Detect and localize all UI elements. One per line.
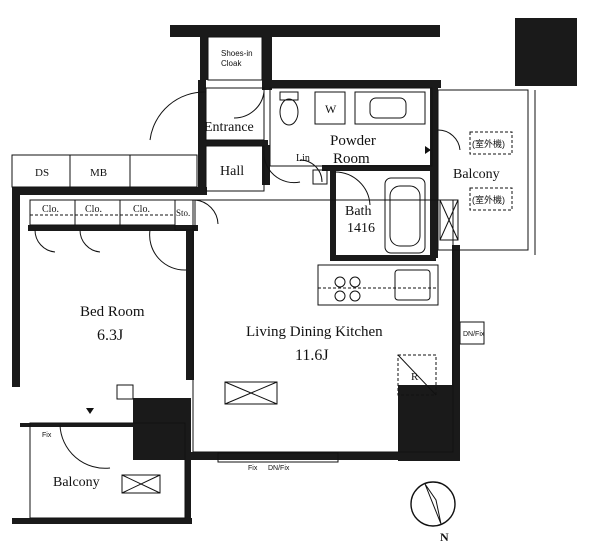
- fix-bottom-label: Fix: [248, 465, 258, 472]
- bath-label: Bath: [345, 204, 371, 219]
- room-outlines: [11, 36, 536, 519]
- entrance-label: Entrance: [204, 120, 254, 135]
- room-labels: Shoes-in Cloak Entrance Hall W Powder Ro…: [35, 49, 505, 490]
- ds-label: DS: [35, 167, 49, 179]
- balcony-south-label: Balcony: [53, 475, 100, 490]
- balcony-east-label: Balcony: [453, 167, 500, 182]
- dn-fix-bottom-label: DN/Fix: [268, 465, 290, 472]
- mb-label: MB: [90, 167, 107, 179]
- bed-room-size-label: 6.3J: [97, 327, 123, 344]
- north-label: N: [440, 530, 449, 544]
- shoes-in-cloak-label-2: Cloak: [221, 59, 242, 68]
- fridge-label: R: [411, 371, 419, 383]
- walls: [12, 18, 577, 524]
- door-swings: [34, 91, 461, 469]
- fix-left-label: Fix: [42, 432, 52, 439]
- closet-1-label: Clo.: [42, 204, 59, 215]
- ldk-size-label: 11.6J: [295, 347, 329, 364]
- ac-unit-bottom-label: (室外機): [472, 194, 505, 205]
- storage-label: Sto.: [176, 208, 190, 218]
- shoes-in-cloak-label-1: Shoes-in: [221, 49, 253, 58]
- washer-label: W: [325, 102, 337, 116]
- bath-size-label: 1416: [347, 221, 375, 236]
- entry-marker-icon: [425, 146, 431, 154]
- ac-unit-top-label: (室外機): [472, 138, 505, 149]
- dn-fix-right-label: DN/Fix: [463, 331, 485, 338]
- ldk-label: Living Dining Kitchen: [246, 324, 383, 340]
- bed-room-label: Bed Room: [80, 304, 145, 320]
- powder-room-label-2: Room: [333, 151, 370, 167]
- hall-label: Hall: [220, 164, 244, 179]
- window-marker-icon: [86, 408, 94, 414]
- powder-room-label-1: Powder: [330, 133, 376, 149]
- linen-label: Lin: [296, 153, 310, 164]
- closet-2-label: Clo.: [85, 204, 102, 215]
- north-compass-icon: N: [410, 481, 456, 544]
- closet-3-label: Clo.: [133, 204, 150, 215]
